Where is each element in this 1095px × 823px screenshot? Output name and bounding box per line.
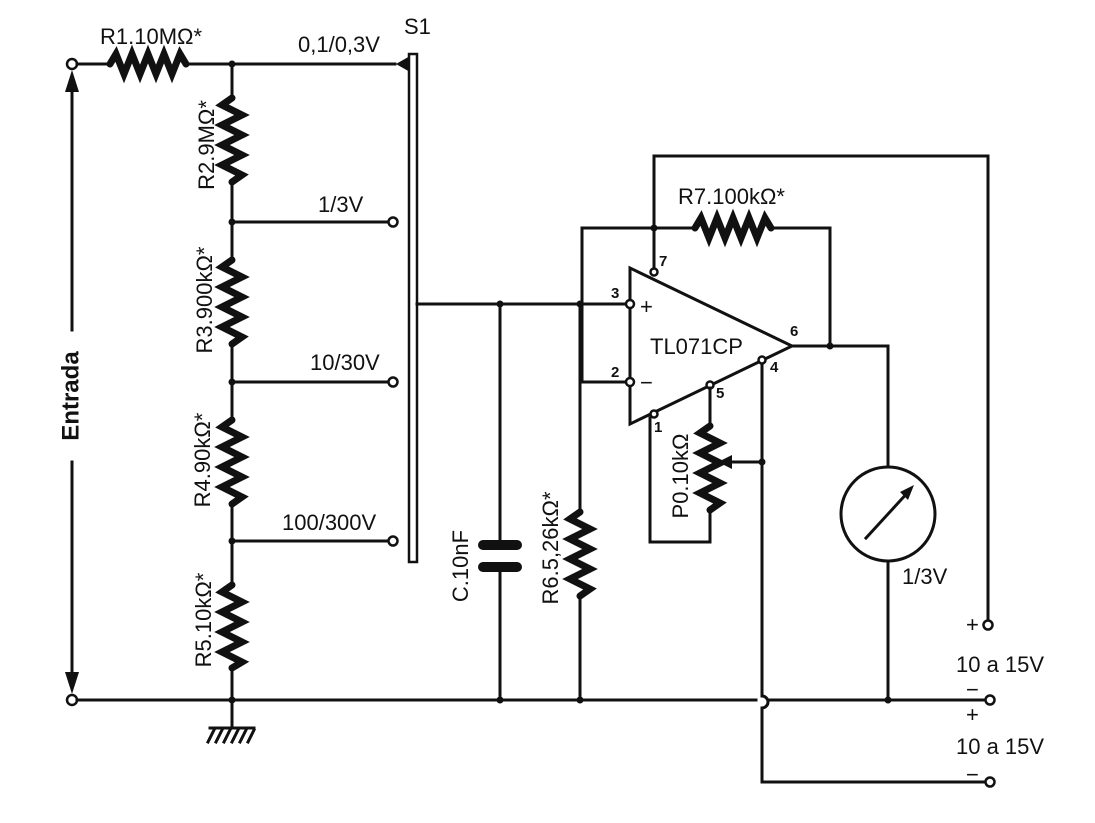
ground-symbol — [205, 726, 257, 745]
range-0-label: 0,1/0,3V — [298, 32, 380, 57]
supply1-minus: − — [966, 677, 979, 702]
supply2-label: 10 a 15V — [956, 734, 1044, 759]
resistor-r4 — [214, 416, 250, 508]
supply2-minus: − — [966, 762, 979, 787]
capacitor-c — [478, 540, 522, 572]
input-double-arrow — [65, 70, 79, 694]
range-1-label: 1/3V — [318, 192, 364, 217]
input-label: Entrada — [57, 351, 84, 441]
pin-2: 2 — [611, 364, 619, 381]
r2-label: R2.9MΩ* — [194, 100, 219, 190]
range-3-label: 100/300V — [282, 510, 377, 535]
pin-3: 3 — [611, 285, 619, 302]
supply1-plus-terminal — [982, 619, 994, 631]
meter — [839, 465, 937, 563]
opamp-label: TL071CP — [650, 334, 743, 359]
r5-label: R5.10kΩ* — [191, 572, 216, 667]
switch-contact-2 — [387, 376, 399, 388]
trimmer-p0 — [692, 422, 728, 514]
pin-7: 7 — [659, 253, 667, 270]
pin-6: 6 — [790, 323, 798, 340]
r3-label: R3.900kΩ* — [192, 246, 217, 353]
supply2-minus-terminal — [984, 776, 996, 788]
supply2-plus: + — [966, 702, 979, 727]
pin-4: 4 — [770, 359, 779, 376]
resistor-r7 — [691, 208, 775, 248]
resistor-r6 — [562, 508, 598, 600]
resistor-r5 — [214, 581, 250, 672]
switch-s1 — [396, 52, 419, 564]
resistor-r3 — [214, 256, 250, 348]
r4-label: R4.90kΩ* — [190, 412, 215, 507]
capacitor-label: C.10nF — [448, 530, 473, 602]
r1-label: R1.10MΩ* — [100, 24, 202, 49]
switch-contact-3 — [387, 535, 399, 547]
resistor-r1 — [106, 44, 190, 84]
supply1-label: 10 a 15V — [956, 652, 1044, 677]
supply1-minus-terminal — [984, 694, 996, 706]
pin-1: 1 — [654, 419, 662, 436]
plus-sign: + — [640, 294, 653, 319]
resistor-r2 — [214, 94, 250, 186]
s1-label: S1 — [404, 14, 431, 39]
r7-label: R7.100kΩ* — [678, 184, 785, 209]
pin-5: 5 — [716, 385, 724, 402]
range-2-label: 10/30V — [310, 350, 380, 375]
minus-sign: − — [640, 370, 653, 395]
switch-contact-1 — [387, 216, 399, 228]
p0-label: P0.10kΩ — [668, 434, 693, 519]
supply1-plus: + — [966, 612, 979, 637]
meter-label: 1/3V — [902, 564, 948, 589]
r6-label: R6.5,26kΩ* — [538, 491, 563, 605]
